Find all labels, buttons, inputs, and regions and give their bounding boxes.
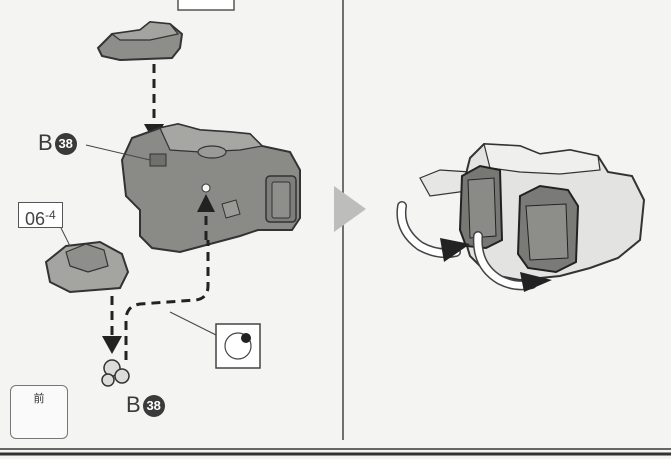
callout-number: 38 [55,133,77,155]
tag-sub: -4 [45,208,56,222]
callout-06-4: 06-4 [18,202,63,228]
detail-inset [216,324,260,368]
tag-main: 06 [25,209,45,229]
callout-letter: B [38,130,53,155]
front-indicator: 前 [10,385,68,439]
callout-number: 38 [143,395,165,417]
top-tag-box [178,0,234,10]
front-label: 前 [11,390,67,406]
callout-letter: B [126,392,141,417]
